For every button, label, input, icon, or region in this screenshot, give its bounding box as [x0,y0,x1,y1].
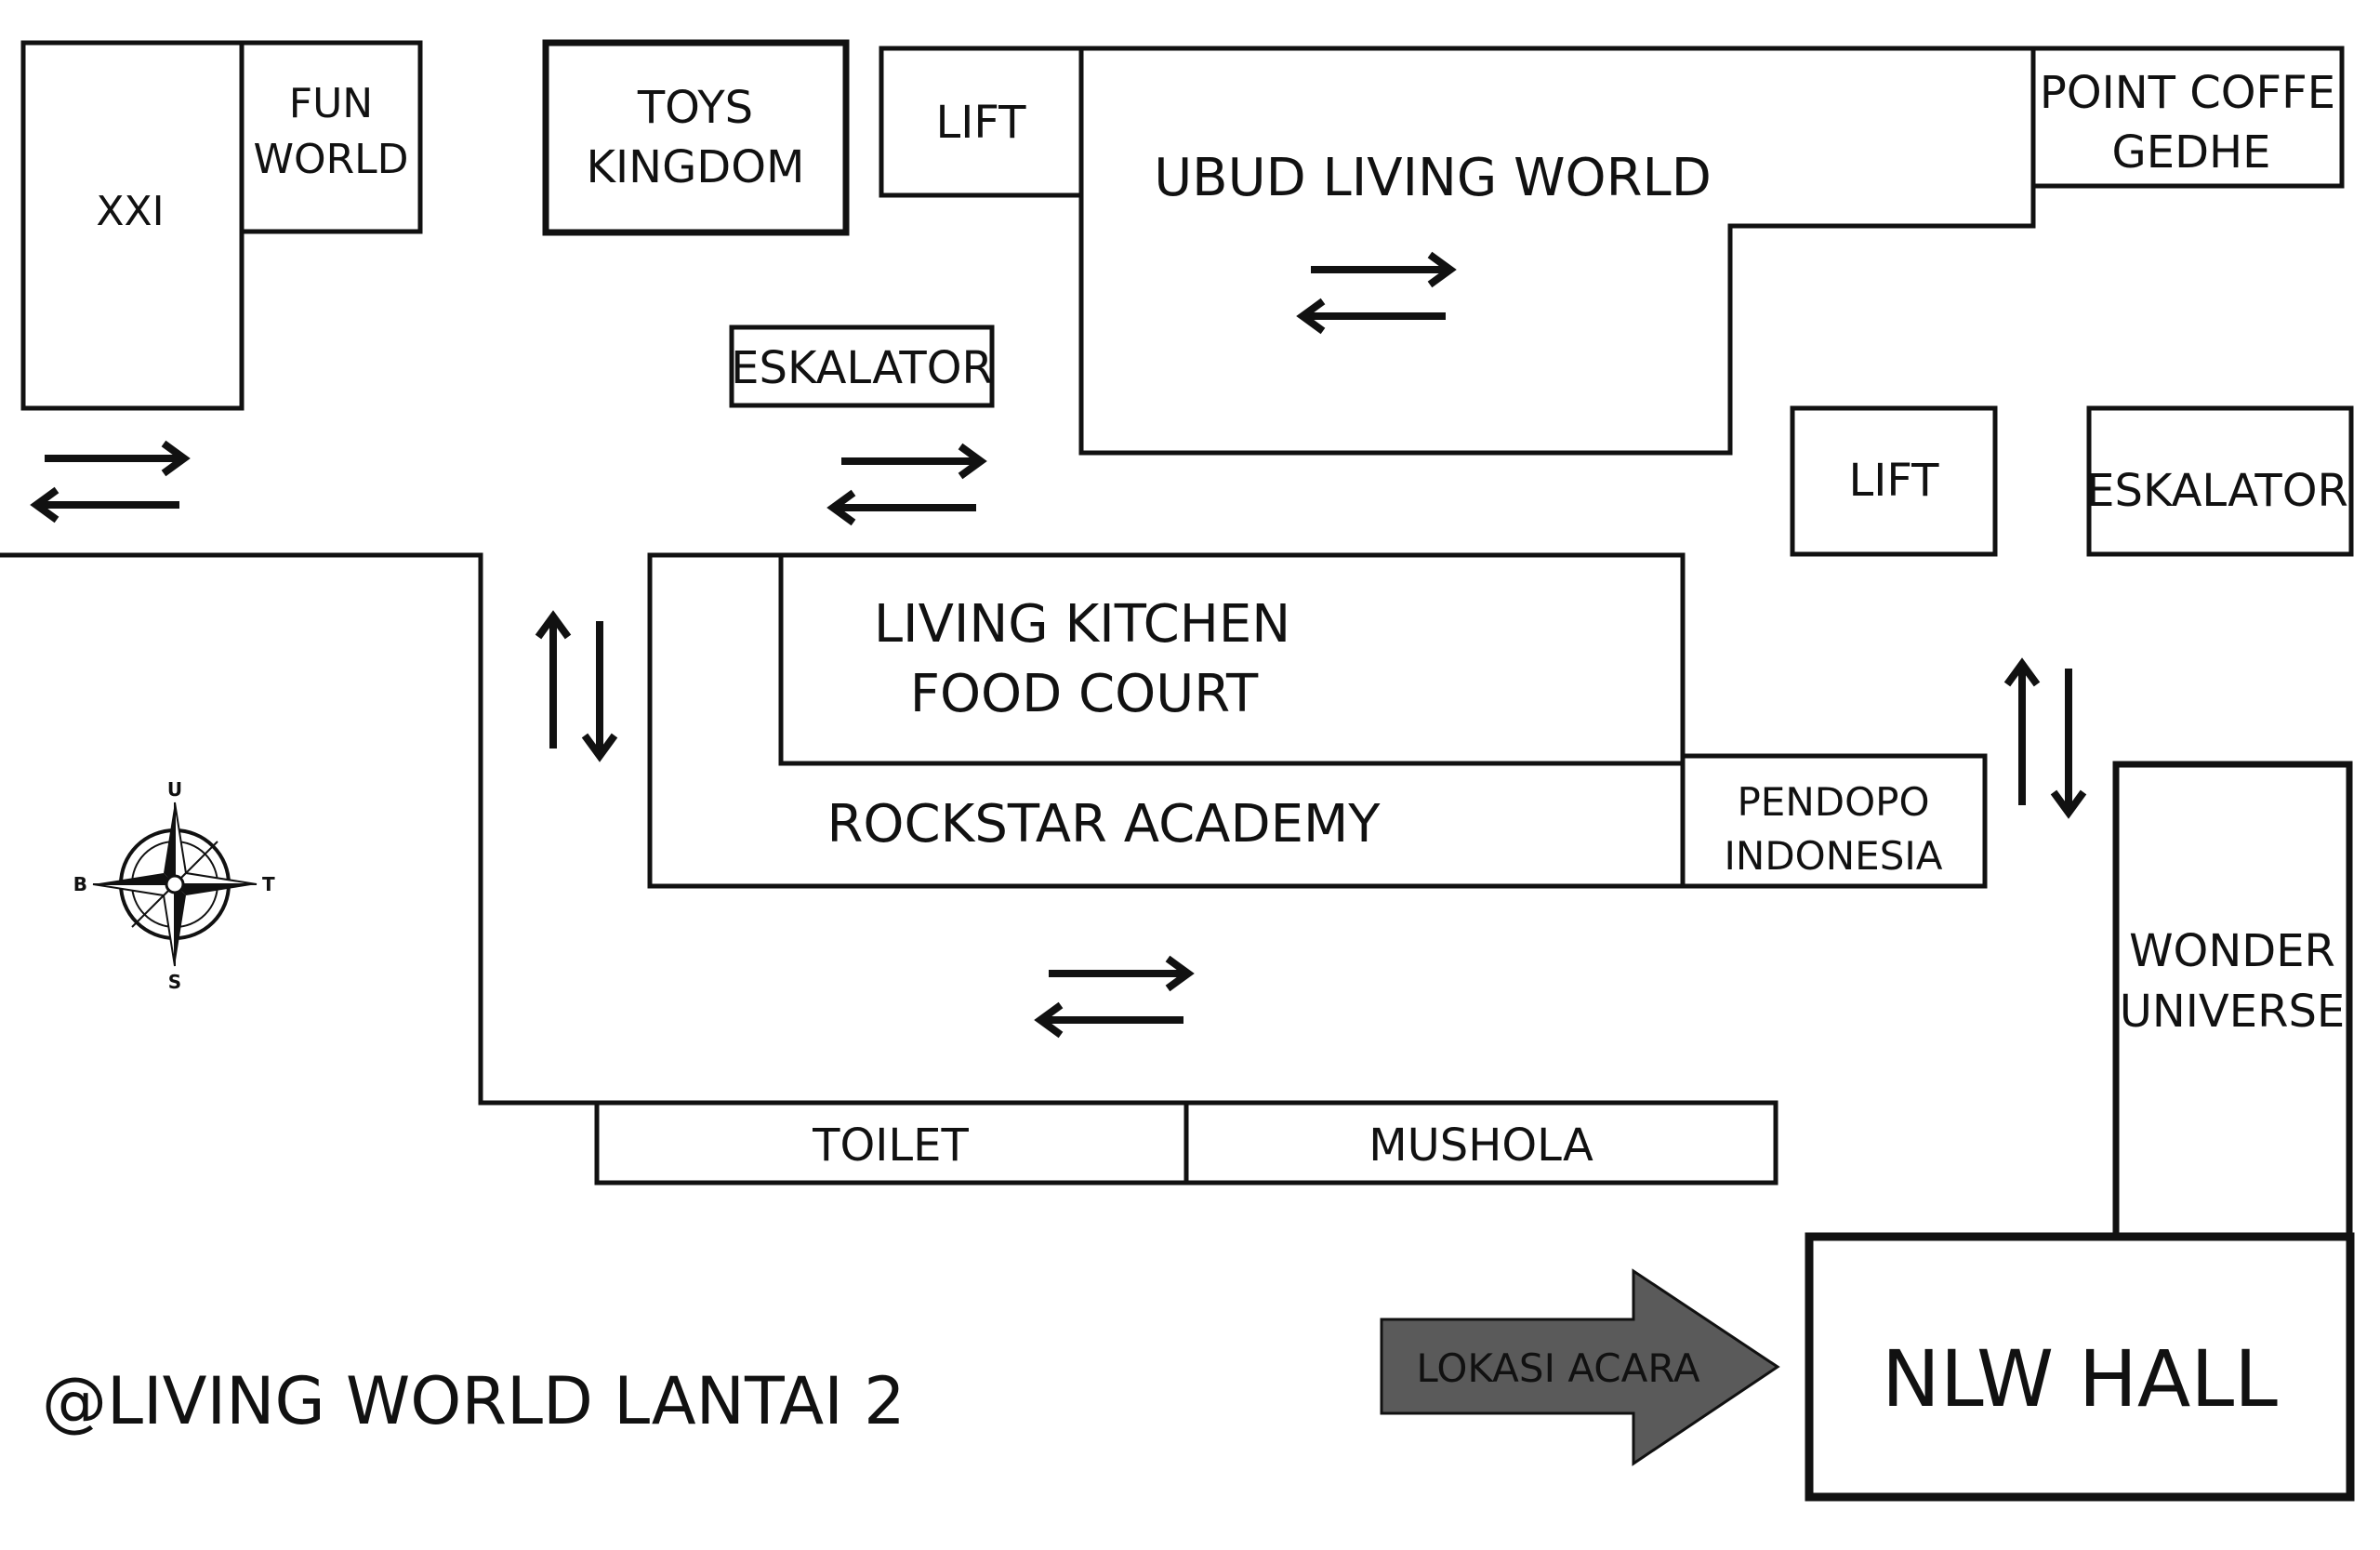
room-eskalator-right-label: ESKALATOR [2086,465,2348,517]
room-eskalator-right[interactable]: ESKALATOR [2086,405,2354,557]
room-wonder-universe-label-2: UNIVERSE [2120,986,2346,1038]
room-nlw-hall[interactable]: NLW HALL [1805,1232,2355,1502]
room-point-coffee-label-1: POINT COFFE [2040,67,2335,119]
room-point-coffee[interactable]: POINT COFFE GEDHE [2030,46,2345,189]
room-point-coffee-label-2: GEDHE [2112,126,2271,179]
room-lift-top-label: LIFT [936,97,1027,149]
room-pendopo-indonesia[interactable]: PENDOPO INDONESIA [1680,753,1988,889]
room-eskalator-left-label: ESKALATOR [731,342,993,394]
room-ubud-living-world[interactable]: UBUD LIVING WORLD [1078,46,2036,456]
room-mushola-label: MUSHOLA [1368,1119,1593,1172]
event-pointer-arrow-shape [1380,1268,1780,1466]
room-toys-kingdom-label-2: KINGDOM [587,141,805,193]
room-wonder-universe[interactable]: WONDER UNIVERSE [2112,761,2353,1240]
two-way-vertical-arrow-icon [535,610,618,762]
compass-south-label: S [168,971,181,993]
event-location-pointer[interactable]: LOKASI ACARA [1380,1268,1780,1466]
room-lift-right[interactable]: LIFT [1790,405,1998,557]
room-mushola[interactable]: MUSHOLA [1183,1100,1778,1186]
two-way-arrow-icon [1296,251,1457,335]
room-lift-top[interactable]: LIFT [879,46,1084,198]
compass-west-label: B [73,873,87,895]
room-toys-kingdom[interactable]: TOYS KINGDOM [542,39,850,236]
room-wonder-universe-label-1: WONDER [2129,925,2335,977]
room-lift-right-label: LIFT [1849,455,1940,507]
room-toilet-label: TOILET [812,1119,969,1172]
compass-east-label: T [262,873,275,895]
room-eskalator-left[interactable]: ESKALATOR [729,325,995,408]
room-xxi[interactable]: XXI [20,40,245,411]
room-toilet[interactable]: TOILET [594,1100,1189,1186]
room-ubud-living-world-label: UBUD LIVING WORLD [1154,148,1712,208]
room-pendopo-indonesia-label-2: INDONESIA [1725,833,1943,879]
room-nlw-hall-label: NLW HALL [1882,1333,2278,1424]
room-toys-kingdom-label-1: TOYS [637,82,753,134]
room-fun-world-label-2: WORLD [253,136,408,183]
two-way-arrow-icon [30,440,191,523]
room-pendopo-indonesia-label-1: PENDOPO [1737,779,1929,825]
room-living-kitchen-label-2: FOOD COURT [910,664,1259,724]
event-pointer-label: LOKASI ACARA [1416,1345,1699,1391]
compass-north-label: U [167,778,182,801]
corridor-wall [0,552,597,1106]
room-xxi-label: XXI [96,188,164,235]
room-fun-world[interactable]: FUN WORLD [239,40,423,234]
room-living-kitchen-food-court[interactable]: LIVING KITCHEN FOOD COURT [778,552,1686,766]
two-way-arrow-icon [826,443,987,526]
room-rockstar-academy-label: ROCKSTAR ACADEMY [827,794,1382,854]
room-living-kitchen-label-1: LIVING KITCHEN [874,594,1290,655]
two-way-arrow-icon [1034,955,1195,1039]
compass-rose-icon: U S T B [73,778,275,993]
two-way-vertical-arrow-icon [2003,657,2087,819]
map-title: @LIVING WORLD LANTAI 2 [42,1363,906,1439]
room-fun-world-label-1: FUN [289,80,373,127]
